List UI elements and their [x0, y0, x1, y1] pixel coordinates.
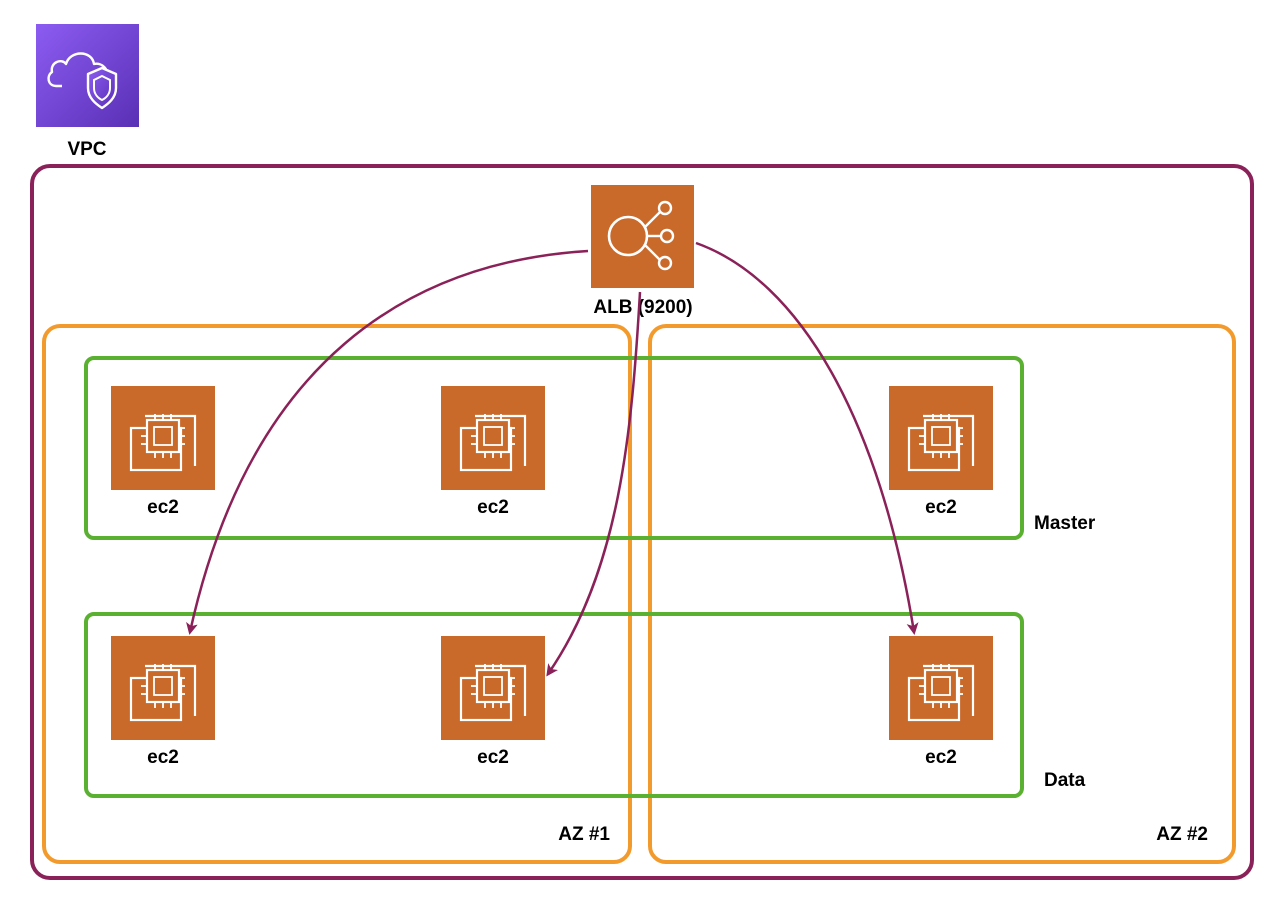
- vpc-label: VPC: [67, 139, 106, 160]
- data-group-boundary: [84, 612, 1024, 798]
- ec2-data-3-label: ec2: [925, 747, 957, 768]
- ec2-data-1-label: ec2: [147, 747, 179, 768]
- alb-label: ALB (9200): [593, 297, 692, 318]
- ec2-master-3-label: ec2: [925, 497, 957, 518]
- az2-boundary: [648, 324, 1236, 864]
- az2-label: AZ #2: [1156, 824, 1208, 845]
- vpc-boundary: [30, 164, 1254, 880]
- arrow-alb-to-data-1: [186, 249, 589, 635]
- master-group-label: Master: [1034, 513, 1096, 534]
- az1-label: AZ #1: [558, 824, 610, 845]
- arrow-alb-to-data-2: [546, 291, 642, 677]
- load-balancer-icon: [591, 185, 694, 288]
- data-group-label: Data: [1044, 770, 1086, 791]
- ec2-master-3-icon: [889, 386, 993, 490]
- vpc-cloud-shield-icon: [36, 24, 139, 127]
- ec2-master-1-label: ec2: [147, 497, 179, 518]
- ec2-master-2-icon: [441, 386, 545, 490]
- ec2-master-2-label: ec2: [477, 497, 509, 518]
- ec2-data-1-icon: [111, 636, 215, 740]
- ec2-data-2-label: ec2: [477, 747, 509, 768]
- ec2-data-2-icon: [441, 636, 545, 740]
- ec2-master-1-icon: [111, 386, 215, 490]
- master-group-boundary: [84, 356, 1024, 540]
- az1-boundary: [42, 324, 632, 864]
- arrow-alb-to-data-3: [695, 241, 919, 635]
- ec2-data-3-icon: [889, 636, 993, 740]
